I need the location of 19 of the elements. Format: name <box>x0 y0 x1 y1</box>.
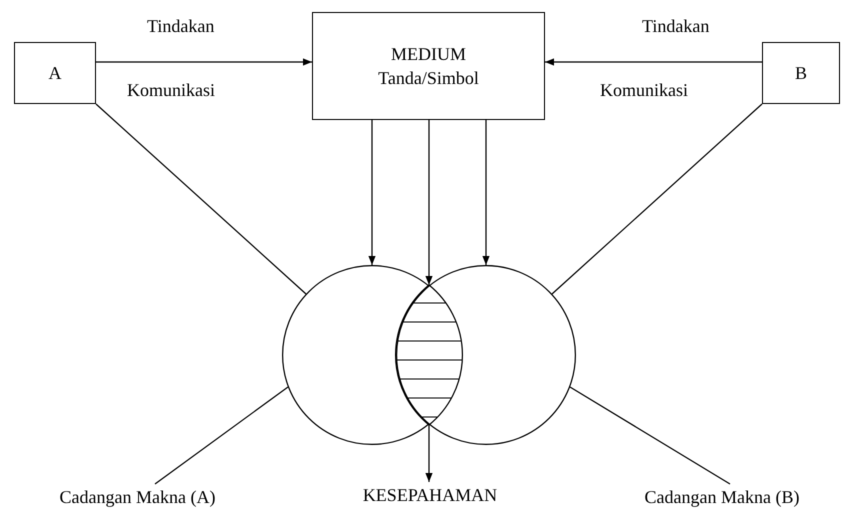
process-box <box>762 42 840 104</box>
box-label: MEDIUM <box>391 43 466 66</box>
process-box <box>14 42 96 104</box>
leader-line <box>570 386 730 485</box>
venn-label: KESEPAHAMAN <box>362 484 498 507</box>
box-label: Tanda/Simbol <box>378 67 479 90</box>
venn-label: Cadangan Makna (B) <box>644 486 800 509</box>
arrow <box>96 58 312 66</box>
arrow <box>482 120 490 265</box>
box-label: B <box>794 62 807 85</box>
arrow <box>545 58 762 66</box>
connector-line <box>552 104 762 294</box>
process-box <box>312 12 545 120</box>
leader-line <box>154 386 288 484</box>
arrow <box>425 120 433 285</box>
arrow <box>368 120 376 265</box>
connector-line <box>96 104 306 294</box>
venn-label: Cadangan Makna (A) <box>60 486 216 509</box>
box-label: A <box>48 62 62 85</box>
